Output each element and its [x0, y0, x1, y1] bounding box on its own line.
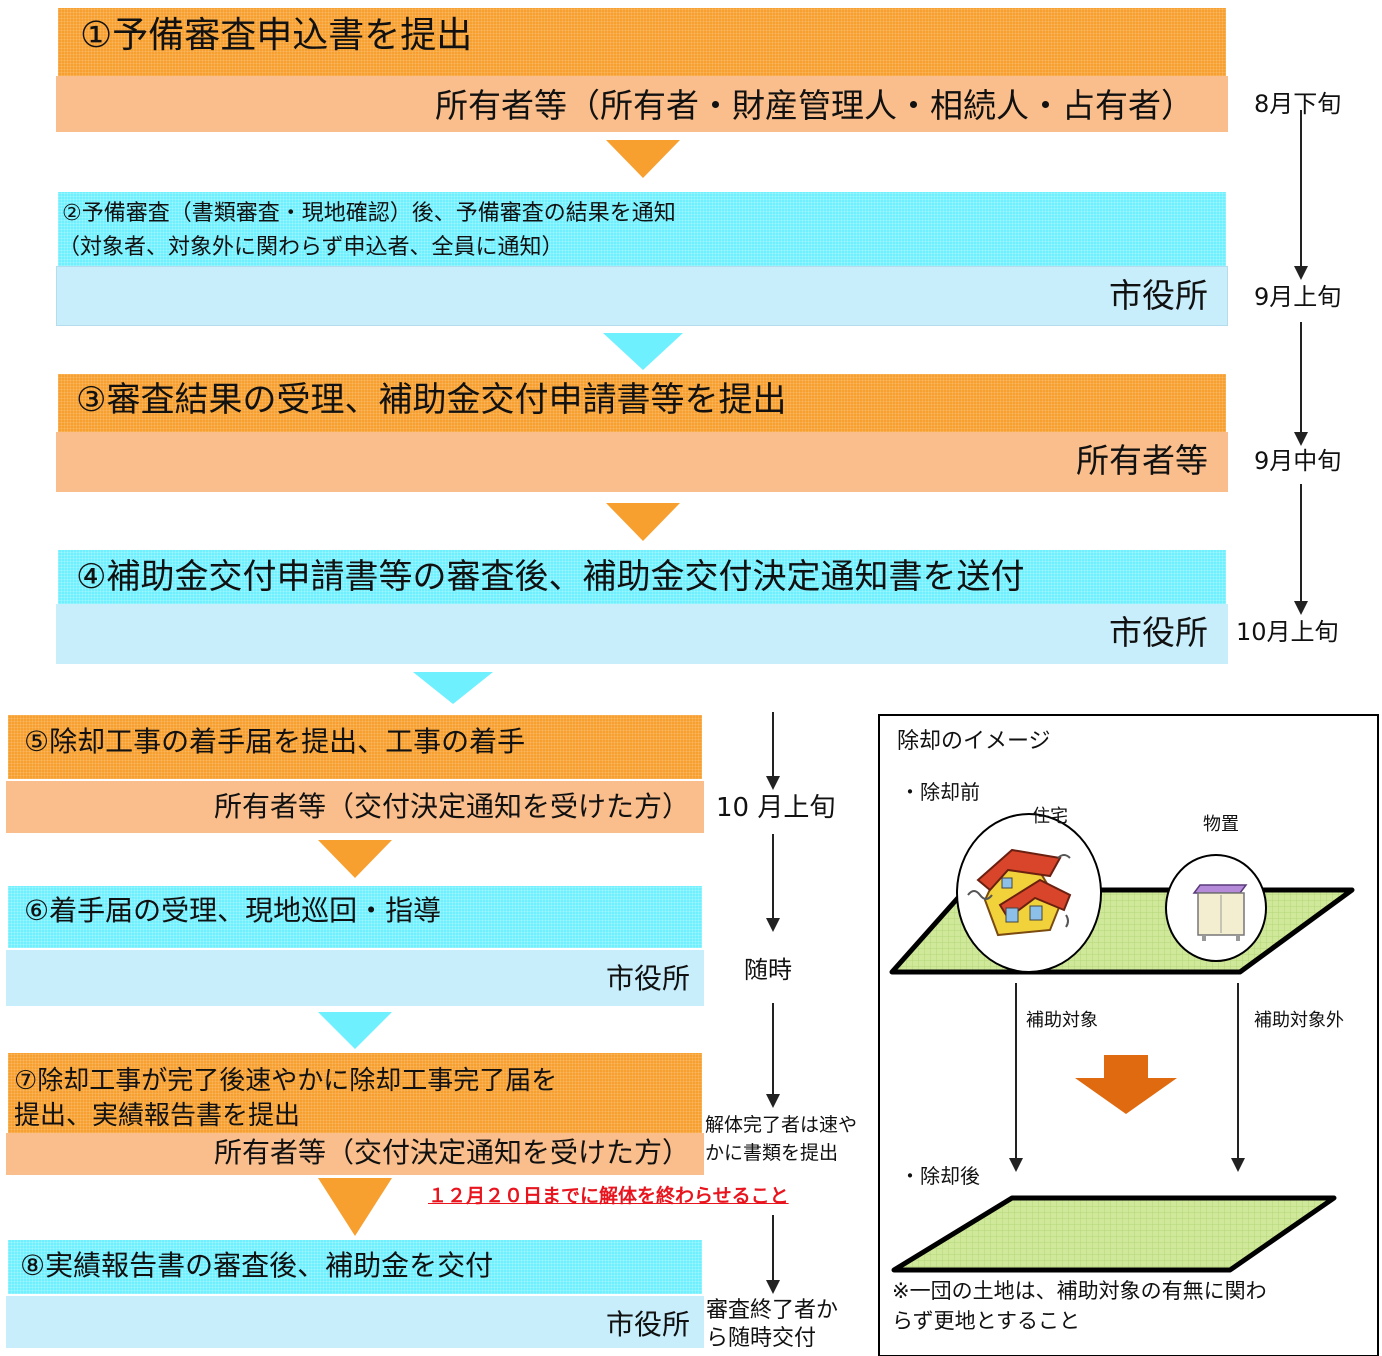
step6-actor: 市役所 [605, 962, 690, 995]
panel-title: 除却のイメージ [897, 729, 1051, 754]
step6-body [6, 950, 704, 1006]
step7-title-line1: ⑦除却工事が完了後速やかに除却工事完了届を [14, 1066, 558, 1096]
flow-arrow-3 [606, 503, 680, 541]
step3-header [58, 374, 1226, 432]
panel-subsidy-target: 補助対象 [1026, 1010, 1098, 1031]
step6-header [8, 886, 702, 948]
step1-header [58, 8, 1226, 76]
panel-note-line1: ※一団の土地は、補助対象の有無に関わ [892, 1279, 1267, 1303]
step2-title-line1: ②予備審査（書類審査・現地確認）後、予備審査の結果を通知 [62, 201, 676, 226]
step7-body [6, 1133, 704, 1175]
flow-arrow-6 [318, 1012, 392, 1049]
timeline-date-2: 9月上旬 [1254, 283, 1342, 311]
step6-title: ⑥着手届の受理、現地巡回・指導 [24, 894, 442, 927]
flow-arrow-2 [603, 333, 683, 370]
step1-actor: 所有者等（所有者・財産管理人・相続人・占有者） [435, 86, 1194, 125]
step7-actor: 所有者等（交付決定通知を受けた方） [213, 1136, 690, 1169]
step7-header [8, 1053, 702, 1133]
timeline-date-3: 9月中旬 [1254, 447, 1342, 475]
timeline-date-6: 随時 [744, 956, 792, 984]
timeline-arrows-upper [1294, 110, 1308, 615]
timeline-note-7b: かに書類を提出 [705, 1142, 839, 1164]
step8-title: ⑧実績報告書の審査後、補助金を交付 [20, 1249, 494, 1282]
step3-title: ③審査結果の受理、補助金交付申請書等を提出 [76, 380, 787, 420]
step5-actor: 所有者等（交付決定通知を受けた方） [213, 790, 690, 823]
panel-before-label: ・除却前 [900, 780, 980, 804]
step2-body [56, 266, 1228, 326]
panel-after-label: ・除却後 [900, 1164, 980, 1188]
step7-title-line2: 提出、実績報告書を提出 [14, 1101, 301, 1131]
flow-arrow-5 [318, 840, 392, 878]
step5-title: ⑤除却工事の着手届を提出、工事の着手 [24, 725, 526, 758]
step2-header [58, 192, 1226, 266]
panel-subsidy-nontarget: 補助対象外 [1254, 1010, 1344, 1031]
step3-body [56, 432, 1228, 492]
flow-arrow-1 [606, 140, 680, 178]
step5-body [6, 781, 704, 833]
timeline-date-1: 8月下旬 [1254, 90, 1342, 118]
step8-body [6, 1296, 704, 1348]
step4-actor: 市役所 [1109, 613, 1208, 652]
step1-title: ①予備審査申込書を提出 [80, 15, 473, 56]
step4-title: ④補助金交付申請書等の審査後、補助金交付決定通知書を送付 [76, 557, 1025, 597]
timeline-date-4: 10月上旬 [1236, 618, 1339, 646]
panel-down-arrow [1075, 1055, 1177, 1114]
timeline-note-7a: 解体完了者は速や [705, 1114, 858, 1136]
timeline-arrows-lower [766, 712, 780, 1294]
house-icon [956, 813, 1102, 973]
shed-icon [1165, 854, 1267, 962]
step8-actor: 市役所 [605, 1308, 690, 1341]
deadline-note: １２月２０日までに解体を終わらせること [428, 1185, 789, 1207]
step2-actor: 市役所 [1109, 276, 1208, 315]
panel-shed-label: 物置 [1203, 814, 1239, 835]
step4-header [58, 550, 1226, 604]
flow-arrow-4 [413, 672, 493, 704]
step4-body [56, 604, 1228, 664]
panel-house-label: 住宅 [1032, 806, 1068, 827]
timeline-note-8b: ら随時交付 [706, 1326, 817, 1351]
step2-title-line2: （対象者、対象外に関わらず申込者、全員に通知） [58, 235, 564, 260]
step1-body [56, 76, 1228, 132]
panel-note-line2: らず更地とすること [892, 1309, 1080, 1333]
timeline-date-5: 10 月上旬 [716, 793, 836, 823]
step8-header [8, 1240, 702, 1294]
timeline-note-8a: 審査終了者か [706, 1298, 839, 1323]
step5-header [8, 715, 702, 779]
flow-arrow-7 [318, 1178, 392, 1236]
lawn-after [891, 1195, 1337, 1273]
step3-actor: 所有者等 [1076, 441, 1208, 480]
